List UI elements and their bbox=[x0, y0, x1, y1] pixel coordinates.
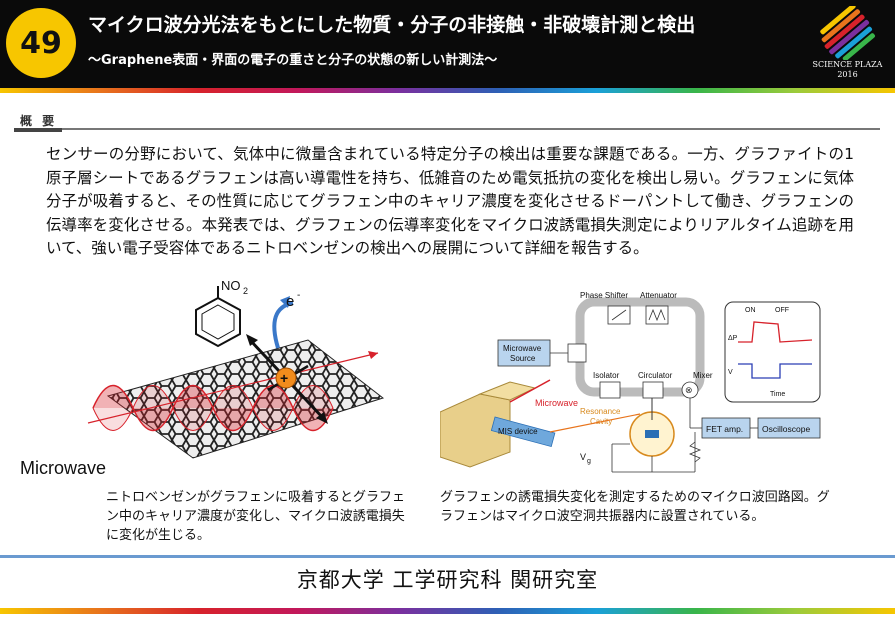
attenuator-icon bbox=[645, 305, 669, 325]
summary-paragraph: センサーの分野において、気体中に微量含まれている特定分子の検出は重要な課題である… bbox=[46, 145, 854, 257]
phase-shifter-label: Phase Shifter bbox=[580, 291, 628, 300]
svg-text:g: g bbox=[587, 458, 591, 465]
svg-text:Isolator: Isolator bbox=[593, 371, 620, 380]
svg-text:Oscilloscope: Oscilloscope bbox=[762, 424, 810, 434]
microwave-label: Microwave bbox=[20, 458, 107, 478]
caption-right: グラフェンの誘電損失変化を測定するためのマイクロ波回路図。グラフェンはマイクロ波… bbox=[440, 490, 830, 524]
number-badge: 49 bbox=[6, 8, 76, 78]
svg-text:FET amp.: FET amp. bbox=[706, 424, 743, 434]
rainbow-divider-bottom bbox=[0, 608, 895, 614]
svg-text:V: V bbox=[580, 452, 586, 462]
header-banner: 49 マイクロ波分光法をもとにした物質・分子の非接触・非破壊計測と検出 ～Gra… bbox=[0, 0, 895, 88]
signal-callout bbox=[724, 301, 821, 403]
logo-text: SCIENCE PLAZA 2016 bbox=[812, 60, 883, 79]
circulator-icon bbox=[642, 381, 664, 399]
svg-text:⊗: ⊗ bbox=[685, 385, 693, 395]
svg-text:Microwave: Microwave bbox=[503, 344, 542, 353]
attenuator-label: Attenuator bbox=[640, 291, 677, 300]
svg-text:ON: ON bbox=[745, 307, 756, 314]
page-title: マイクロ波分光法をもとにした物質・分子の非接触・非破壊計測と検出 bbox=[88, 14, 696, 36]
positive-charge-icon: + bbox=[280, 370, 288, 386]
footer-divider bbox=[0, 555, 895, 558]
svg-text:Time: Time bbox=[770, 391, 785, 398]
svg-text:ΔP: ΔP bbox=[728, 335, 738, 342]
svg-text:OFF: OFF bbox=[775, 307, 789, 314]
caption-left: ニトロベンゼンがグラフェンに吸着するとグラフェン中のキャリア濃度が変化し、マイク… bbox=[106, 490, 406, 543]
microwave-circuit-diagram: Phase Shifter Attenuator Microwave Sourc… bbox=[439, 282, 885, 482]
mis-device-label: MIS device bbox=[498, 427, 538, 436]
no2-label: NO bbox=[221, 278, 241, 293]
no2-subscript: 2 bbox=[243, 286, 248, 296]
section-divider bbox=[14, 128, 880, 130]
svg-text:Source: Source bbox=[510, 354, 536, 363]
electron-superscript: - bbox=[297, 290, 300, 301]
microwave-source-box bbox=[497, 339, 551, 367]
microwave-red-label: Microwave bbox=[535, 398, 578, 408]
svg-text:Mixer: Mixer bbox=[693, 371, 713, 380]
science-plaza-logo: SCIENCE PLAZA 2016 bbox=[805, 3, 890, 84]
svg-text:Resonance: Resonance bbox=[580, 407, 621, 416]
svg-text:V: V bbox=[728, 369, 733, 376]
page-subtitle: ～Graphene表面・界面の電子の重さと分子の状態の新しい計測法～ bbox=[88, 53, 498, 68]
section-heading-underline bbox=[14, 128, 62, 132]
electron-label: e bbox=[286, 293, 294, 310]
graphene-illustration: NO 2 e - + bbox=[18, 278, 418, 478]
footer-affiliation: 京都大学 工学研究科 関研究室 bbox=[296, 568, 599, 592]
logo-stripes-icon bbox=[820, 3, 876, 62]
isolator-icon bbox=[599, 381, 621, 399]
section-heading: 概 要 bbox=[20, 114, 58, 128]
svg-text:Circulator: Circulator bbox=[638, 371, 673, 380]
rainbow-divider-top bbox=[0, 88, 895, 93]
